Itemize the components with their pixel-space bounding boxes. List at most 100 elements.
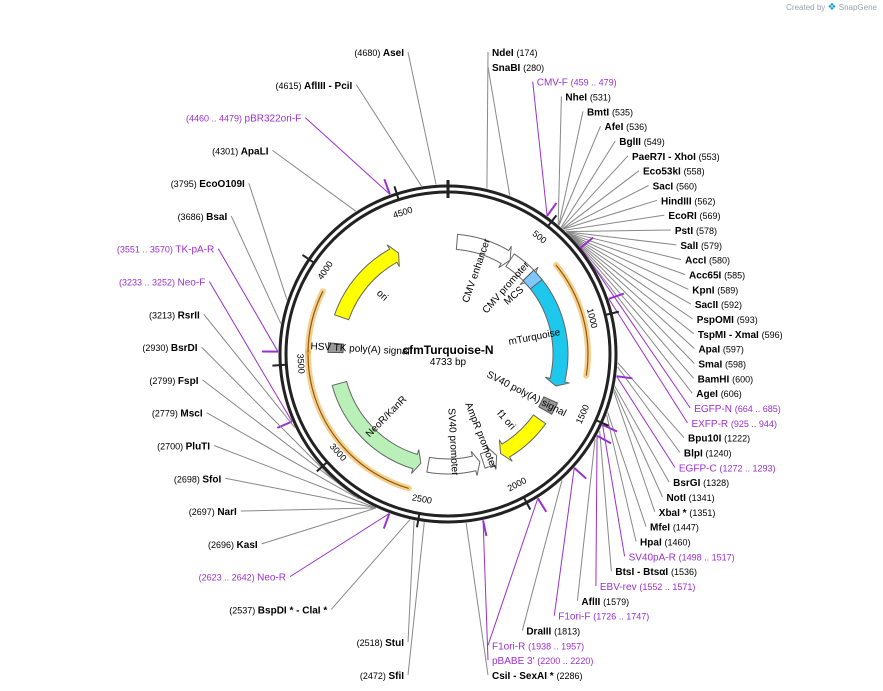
site-position: (2700) <box>157 441 186 451</box>
site-labels: NdeI (174)SnaBI (280)CMV-F (459 .. 479)N… <box>117 48 783 682</box>
primer-tick <box>276 420 293 429</box>
enzyme-leader <box>261 507 377 545</box>
primer-tick <box>383 178 391 195</box>
orange-helper-arc-core <box>307 352 409 489</box>
enzyme-label: AflII (1579) <box>581 597 629 608</box>
enzyme-leader <box>407 520 415 643</box>
site-position: (3233 .. 3252) <box>119 278 178 288</box>
enzyme-label: SacI (560) <box>653 182 697 193</box>
feature-label: HSV TK poly(A) signal <box>310 341 410 357</box>
enzyme-leader <box>566 231 682 261</box>
snapgene-credit: Created by ❖ SnapGene <box>786 2 877 13</box>
primer-tick <box>382 513 391 529</box>
credit-text: Created by <box>786 3 826 12</box>
feature-arrow <box>498 414 547 462</box>
site-position: (1938 .. 1957) <box>528 641 584 651</box>
enzyme-label: (2696) KasI <box>208 540 258 551</box>
site-position: (549) <box>644 137 665 147</box>
feature-arrow <box>331 380 422 474</box>
primer-tick <box>482 520 488 537</box>
site-position: (1222) <box>724 434 750 444</box>
enzyme-label: (2698) SfoI <box>174 474 222 485</box>
enzyme-leader <box>568 234 695 335</box>
enzyme-label: (3213) RsrII <box>149 310 200 321</box>
enzyme-label: SacII (592) <box>695 300 742 311</box>
enzyme-leader <box>613 391 656 512</box>
tick-mark <box>316 461 328 473</box>
primer-leader <box>289 513 390 578</box>
enzyme-leader <box>272 149 357 212</box>
site-position: (2200 .. 2220) <box>537 656 593 666</box>
enzyme-leader <box>248 183 288 300</box>
enzyme-leader <box>560 140 616 228</box>
primer-tick <box>537 497 548 513</box>
site-position: (1447) <box>673 523 699 533</box>
feature-block <box>538 396 559 416</box>
enzyme-leader <box>225 477 376 509</box>
site-position: (585) <box>724 271 745 281</box>
site-position: (280) <box>523 63 544 73</box>
enzyme-leader <box>202 379 356 498</box>
enzyme-leader <box>599 430 612 572</box>
enzyme-label: (2518) StuI <box>357 638 405 649</box>
primer-label: (2623 .. 2642) Neo-R <box>199 573 286 584</box>
enzyme-label: NdeI (174) <box>492 48 537 59</box>
site-position: (553) <box>699 152 720 162</box>
enzyme-label: (3686) BsaI <box>178 212 228 223</box>
enzyme-leader <box>617 362 685 438</box>
enzyme-label: HpaI (1460) <box>640 538 690 549</box>
enzyme-leader <box>606 414 637 542</box>
primer-leader <box>304 117 391 195</box>
enzyme-leader <box>557 96 562 225</box>
enzyme-label: TspMI - XmaI (596) <box>698 330 783 341</box>
feature-arrow <box>426 450 481 476</box>
enzyme-label: MfeI (1447) <box>650 523 699 534</box>
tick-mark <box>547 214 558 228</box>
enzyme-label: BtsI - BtsαI (1536) <box>615 567 697 578</box>
site-position: (1240) <box>706 449 732 459</box>
primer-label: EGFP-N (664 .. 685) <box>694 404 781 415</box>
enzyme-label: Eco53kI (558) <box>643 167 705 178</box>
primer-leader <box>482 520 489 661</box>
site-position: (1460) <box>665 538 691 548</box>
enzyme-leader <box>521 480 563 631</box>
feature-arrow <box>479 445 498 470</box>
enzyme-leader <box>607 412 647 527</box>
enzyme-label: (3795) EcoO109I <box>171 179 245 190</box>
tick-label: 2000 <box>506 475 528 493</box>
enzyme-label: (2799) FspI <box>149 376 198 387</box>
feature-label: NeoR/KanR <box>364 394 409 440</box>
site-position: (4301) <box>212 146 241 156</box>
site-position: (4680) <box>354 48 383 58</box>
site-position: (1272 .. 1293) <box>719 463 775 473</box>
enzyme-label: (2779) MscI <box>152 409 203 420</box>
tick-mark <box>415 513 421 528</box>
enzyme-label: BlpI (1240) <box>684 449 732 460</box>
primer-label: CMV-F (459 .. 479) <box>537 78 617 89</box>
enzyme-label: BsrGI (1328) <box>673 478 729 489</box>
enzyme-leader <box>576 439 596 601</box>
feature-label: CMV promoter <box>481 259 533 316</box>
enzyme-label: XbaI * (1351) <box>659 508 716 519</box>
primer-tick <box>573 467 587 480</box>
primer-label: SV40pA-R (1498 .. 1517) <box>629 552 735 563</box>
site-position: (2779) <box>152 409 181 419</box>
site-position: (558) <box>684 167 705 177</box>
site-position: (2696) <box>208 540 237 550</box>
enzyme-leader <box>566 231 677 246</box>
site-position: (664 .. 685) <box>735 404 781 414</box>
site-position: (1351) <box>689 508 715 518</box>
site-position: (2930) <box>142 343 171 353</box>
enzyme-label: (2930) BsrDI <box>142 343 197 354</box>
enzyme-leader <box>569 234 695 379</box>
site-position: (597) <box>723 345 744 355</box>
enzyme-label: SalI (579) <box>680 241 722 252</box>
tick-label: 4500 <box>392 205 414 221</box>
primer-label: (3551 .. 3570) TK-pA-R <box>117 245 214 256</box>
primer-label: EGFP-C (1272 .. 1293) <box>679 463 776 474</box>
primer-label: EBV-rev (1552 .. 1571) <box>600 582 696 593</box>
enzyme-leader <box>614 386 670 483</box>
enzyme-label: ApaI (597) <box>698 345 743 356</box>
enzyme-leader <box>465 522 489 676</box>
